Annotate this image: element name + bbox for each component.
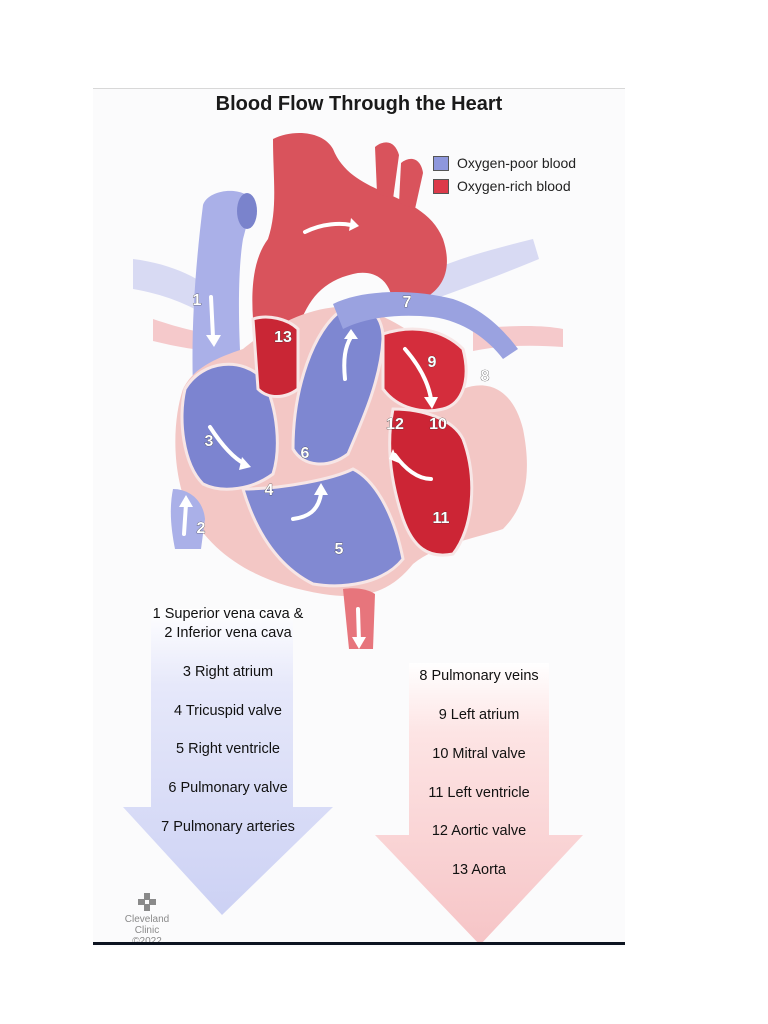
list-item-3: 3 Right atrium	[182, 664, 274, 680]
aorta	[252, 133, 447, 329]
list-item-13: 13 Aorta	[451, 862, 506, 878]
marker-4: 4	[265, 482, 274, 499]
inferior-vena-cava	[170, 489, 205, 549]
right-atrium	[180, 362, 279, 491]
list-item-7: 7 Pulmonary arteries	[161, 819, 295, 835]
logo-line-2: Clinic	[134, 925, 160, 936]
marker-7: 7	[403, 294, 412, 311]
marker-12: 12	[386, 416, 404, 433]
list-item-4: 4 Tricuspid valve	[174, 703, 282, 719]
cleveland-clinic-logo-icon	[138, 893, 156, 911]
superior-vena-cava	[192, 190, 253, 389]
left-ventricle	[388, 407, 474, 557]
heart-illustration: 1 2 3 4 5 6 7 8 9 10 11 12 13	[123, 133, 583, 945]
list-item-8: 8 Pulmonary veins	[419, 668, 539, 684]
aortic-root	[251, 315, 300, 398]
marker-2: 2	[197, 520, 206, 537]
marker-3: 3	[205, 433, 214, 450]
left-flow-arrow	[123, 609, 333, 915]
marker-5: 5	[335, 541, 344, 558]
list-item-12: 12 Aortic valve	[431, 823, 527, 839]
cleveland-clinic-logo: Cleveland Clinic ©2022	[115, 893, 179, 947]
marker-1: 1	[193, 292, 202, 309]
oxygen-rich-swatch	[433, 178, 449, 194]
marker-9: 9	[428, 354, 437, 371]
right-pathway-list: 8 Pulmonary veins 9 Left atrium 10 Mitra…	[393, 668, 565, 888]
pulmonary-artery	[333, 292, 518, 359]
diagram-title: Blood Flow Through the Heart	[215, 93, 503, 115]
right-flow-arrow	[375, 663, 583, 945]
left-atrium	[381, 327, 468, 413]
list-item-6: 6 Pulmonary valve	[168, 780, 288, 796]
list-item-9: 9 Left atrium	[438, 707, 520, 723]
list-item-10: 10 Mitral valve	[432, 746, 526, 762]
bottom-rule	[93, 942, 625, 945]
marker-10: 10	[429, 416, 447, 433]
legend-oxygen-rich: Oxygen-rich blood	[433, 178, 571, 194]
marker-11: 11	[433, 510, 450, 527]
oxygen-poor-swatch	[433, 155, 449, 171]
logo-line-3: ©2022	[115, 936, 179, 947]
marker-8: 8	[481, 368, 490, 385]
legend-oxygen-poor: Oxygen-poor blood	[433, 155, 576, 171]
list-item-1: 1 Superior vena cava &	[152, 606, 304, 622]
diagram-poster: Blood Flow Through the Heart	[93, 88, 625, 947]
list-item-2: 2 Inferior vena cava	[164, 625, 292, 641]
marker-13: 13	[274, 329, 292, 346]
legend-label-oxygen-poor: Oxygen-poor blood	[457, 155, 577, 171]
left-pathway-list: 1 Superior vena cava & 2 Inferior vena c…	[133, 606, 323, 836]
list-item-11: 11 Left ventricle	[428, 785, 530, 801]
list-item-5: 5 Right ventricle	[176, 741, 280, 757]
right-ventricle	[240, 467, 405, 588]
logo-line-1: Cleveland	[124, 914, 170, 925]
marker-6: 6	[301, 445, 310, 462]
legend-label-oxygen-rich: Oxygen-rich blood	[457, 178, 571, 194]
